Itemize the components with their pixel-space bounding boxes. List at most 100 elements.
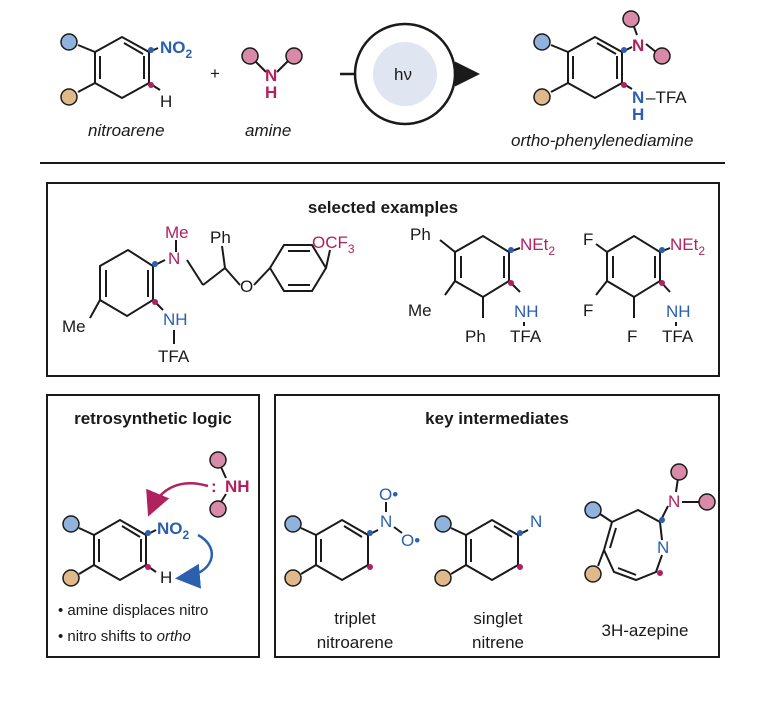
retro-substituent-blue-icon [62, 515, 80, 533]
ex2-ipso-dot-icon [508, 247, 514, 253]
azepine-ipso-dot-icon [659, 517, 665, 523]
product-tfa-label: –TFA [646, 88, 687, 107]
ipso-dot-icon [148, 47, 154, 53]
azepine-substituent-orange-icon [584, 565, 602, 583]
ex1-ph-label: Ph [210, 228, 231, 247]
example-2-structure [439, 234, 521, 318]
product-substituent-blue-icon [533, 33, 551, 51]
plus-sign: + [210, 64, 220, 83]
singlet-substituent-blue-icon [434, 515, 452, 533]
ex3-f3-label: F [627, 327, 637, 346]
retro-nitro-arrow [175, 533, 214, 589]
light-circle-icon [373, 42, 437, 106]
h-atom-label: H [160, 92, 172, 111]
triplet-ipso-dot-icon [367, 530, 373, 536]
azepine-substituent-blue-icon [584, 501, 602, 519]
ex1-o-label: O [240, 277, 253, 296]
ex3-ortho-dot-icon [659, 280, 665, 286]
triplet-substituent-blue-icon [284, 515, 302, 533]
nitroarene-structure [77, 35, 161, 100]
product-h-label: H [632, 105, 644, 124]
ex3-f1-label: F [583, 230, 593, 249]
retro-arene-structure [78, 518, 157, 582]
retro-colon: : [211, 477, 217, 496]
amine-substituent-left-icon [241, 47, 259, 65]
photochemical-arrow: hν [340, 22, 480, 126]
example-1-structure [89, 240, 331, 319]
amine-label: amine [245, 121, 291, 140]
ex3-f2-label: F [583, 301, 593, 320]
triplet-o2-label: O• [401, 531, 420, 550]
ex2-nh-label: NH [514, 302, 539, 321]
ex3-net-label: NEt2 [670, 235, 705, 258]
ex1-ipso-dot-icon [152, 261, 158, 267]
product-n-label: N [632, 36, 644, 55]
singlet-substituent-orange-icon [434, 569, 452, 587]
nitroarene-label: nitroarene [88, 121, 165, 140]
triplet-o1-label: O• [379, 485, 398, 504]
retro-ortho-dot-icon [145, 564, 151, 570]
retro-amine-arrow [146, 482, 209, 517]
ex3-tfa-label: TFA [662, 327, 694, 346]
ex2-ortho-dot-icon [508, 280, 514, 286]
retro-box [46, 394, 260, 658]
ex2-ph-top-label: Ph [410, 225, 431, 244]
singlet-ipso-dot-icon [517, 530, 523, 536]
product-substituent-orange-icon [533, 88, 551, 106]
singlet-n-label: N [530, 512, 542, 531]
amine-substituent-right-icon [285, 47, 303, 65]
azepine-amine-sub-right-icon [698, 493, 716, 511]
retro-no2-label: NO2 [157, 519, 190, 542]
retro-bullet-1: • amine displaces nitro [58, 602, 208, 619]
ex3-ipso-dot-icon [659, 247, 665, 253]
azepine-ortho-dot-icon [657, 570, 663, 576]
ex1-ortho-dot-icon [152, 299, 158, 305]
singlet-label-1: singlet [473, 609, 522, 628]
triplet-n-label: N [380, 512, 392, 531]
amine-n-label: N [265, 66, 277, 85]
triplet-ortho-dot-icon [367, 564, 373, 570]
amine-structure: N H [241, 47, 303, 102]
ex2-me-label: Me [408, 301, 432, 320]
product-amine-sub-top-icon [622, 10, 640, 28]
azepine-label: 3H-azepine [602, 621, 689, 640]
ex1-me-label: Me [165, 223, 189, 242]
azepine-n-label: N [668, 492, 680, 511]
product-label: ortho-phenylenediamine [511, 131, 693, 150]
light-label: hν [394, 65, 412, 84]
retro-amine-sub-bottom-icon [209, 500, 227, 518]
substituent-blue-icon [60, 33, 78, 51]
examples-box [46, 182, 720, 377]
product-ortho-dot-icon [621, 82, 627, 88]
ex1-nh-label: NH [163, 310, 188, 329]
ex1-ocf3-label: OCF3 [312, 233, 355, 256]
retro-amine-sub-top-icon [209, 451, 227, 469]
product-ipso-dot-icon [621, 47, 627, 53]
ex2-net-label: NEt2 [520, 235, 555, 258]
ex2-ph-bottom-label: Ph [465, 327, 486, 346]
ex1-n-label: N [168, 249, 180, 268]
triplet-label-2: nitroarene [317, 633, 394, 652]
ex2-tfa-label: TFA [510, 327, 542, 346]
ex3-nh-label: NH [666, 302, 691, 321]
product-amine-sub-right-icon [653, 47, 671, 65]
retro-ipso-dot-icon [145, 530, 151, 536]
nitro-group-label: NO2 [160, 38, 193, 61]
intermediates-box [274, 394, 720, 658]
azepine-amine-sub-top-icon [670, 463, 688, 481]
singlet-label-2: nitrene [472, 633, 524, 652]
triplet-substituent-orange-icon [284, 569, 302, 587]
azepine-structure [597, 477, 700, 582]
intermediates-title: key intermediates [425, 409, 569, 428]
substituent-orange-icon [60, 88, 78, 106]
amine-h-label: H [265, 83, 277, 102]
product-nh-n-label: N [632, 88, 644, 107]
singlet-structure [450, 518, 529, 582]
triplet-label-1: triplet [334, 609, 376, 628]
azepine-ring-n-label: N [657, 538, 669, 557]
retro-substituent-orange-icon [62, 569, 80, 587]
ex1-me-left-label: Me [62, 317, 86, 336]
ortho-dot-icon [148, 82, 154, 88]
example-3-structure [595, 234, 671, 318]
